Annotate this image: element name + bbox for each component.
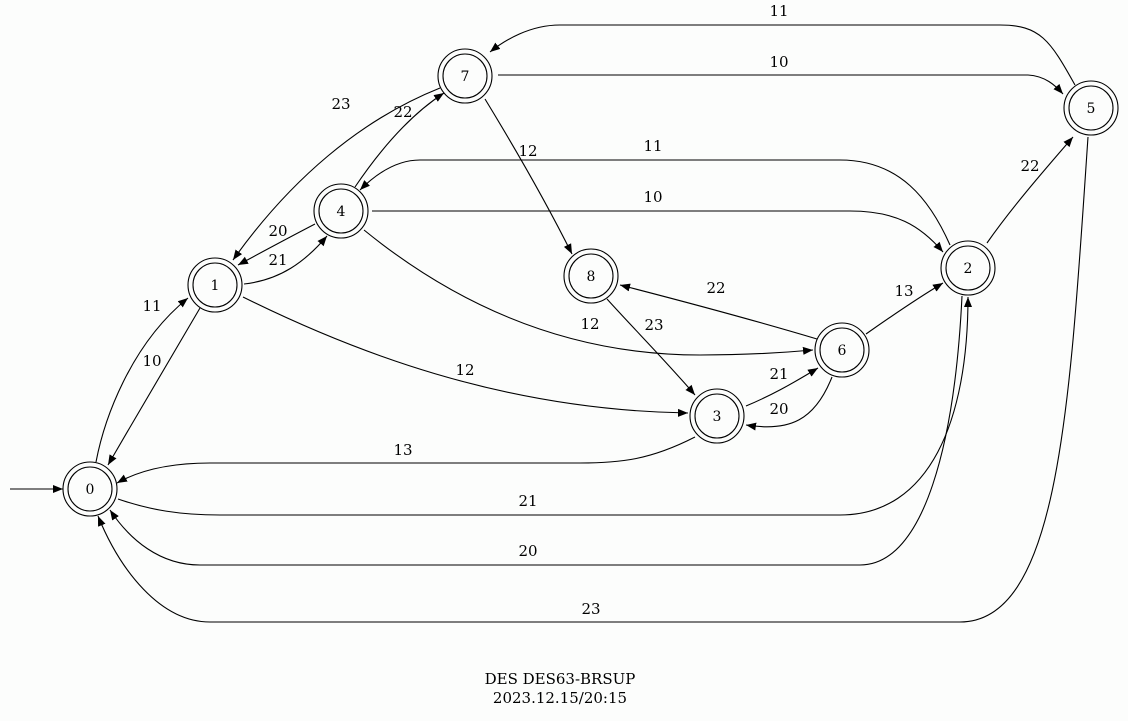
transition-label-4-6: 12 bbox=[580, 315, 599, 333]
transition-edge-7-5 bbox=[498, 74, 1064, 95]
transition-label-1-0: 10 bbox=[142, 352, 161, 370]
state-marked-ring bbox=[694, 393, 740, 439]
state-node-6: 6 bbox=[814, 322, 870, 378]
transition-label-0-1: 11 bbox=[142, 297, 161, 315]
transition-label-3-0: 13 bbox=[393, 441, 412, 459]
transition-label-7-8: 12 bbox=[518, 142, 537, 160]
transition-edge-6-8 bbox=[619, 283, 818, 340]
state-marked-ring bbox=[568, 253, 614, 299]
state-marked-ring bbox=[318, 188, 364, 234]
transition-edge-2-5 bbox=[986, 136, 1074, 244]
transition-edge-1-3 bbox=[242, 296, 689, 417]
transition-edge-2-0 bbox=[109, 295, 963, 566]
state-node-1: 1 bbox=[187, 257, 243, 313]
transition-edge-5-0 bbox=[97, 136, 1089, 623]
state-node-2: 2 bbox=[940, 240, 996, 296]
state-label: 2 bbox=[964, 261, 973, 277]
transition-label-0-2: 21 bbox=[518, 492, 537, 510]
state-label: 3 bbox=[713, 409, 722, 425]
transition-label-5-0: 23 bbox=[581, 600, 600, 618]
state-node-3: 3 bbox=[689, 388, 745, 444]
transition-label-6-8: 22 bbox=[706, 279, 725, 297]
state-outer-circle bbox=[1063, 80, 1119, 136]
transition-edge-4-2 bbox=[371, 210, 944, 253]
state-node-0: 0 bbox=[62, 461, 118, 517]
transition-label-1-3: 12 bbox=[455, 361, 474, 379]
transition-label-2-5: 22 bbox=[1020, 157, 1039, 175]
state-outer-circle bbox=[187, 257, 243, 313]
caption-title: DES DES63-BRSUP bbox=[484, 670, 636, 688]
transition-label-1-4: 21 bbox=[268, 251, 287, 269]
transition-edge-4-1 bbox=[237, 223, 316, 266]
state-outer-circle bbox=[313, 183, 369, 239]
state-marked-ring bbox=[192, 262, 238, 308]
state-label: 4 bbox=[337, 204, 346, 220]
transition-label-5-7: 11 bbox=[769, 2, 788, 20]
transition-label-4-7: 22 bbox=[393, 103, 412, 121]
transition-edge-3-0 bbox=[116, 436, 696, 484]
state-label: 0 bbox=[86, 482, 95, 498]
transition-edge-3-6 bbox=[745, 367, 819, 407]
transition-label-6-2: 13 bbox=[894, 282, 913, 300]
diagram-caption: DES DES63-BRSUP 2023.12.15/20:15 bbox=[0, 670, 1120, 708]
transition-edge-8-3 bbox=[606, 298, 696, 396]
transition-edge-5-7 bbox=[489, 24, 1076, 86]
state-marked-ring bbox=[819, 327, 865, 373]
state-node-7: 7 bbox=[437, 48, 493, 104]
transition-label-2-4: 11 bbox=[643, 137, 662, 155]
state-node-8: 8 bbox=[563, 248, 619, 304]
transition-edge-1-4 bbox=[243, 235, 328, 285]
state-marked-ring bbox=[67, 466, 113, 512]
state-marked-ring bbox=[442, 53, 488, 99]
state-node-5: 5 bbox=[1063, 80, 1119, 136]
state-outer-circle bbox=[563, 248, 619, 304]
transition-edge-7-8 bbox=[484, 98, 573, 255]
transition-label-2-0: 20 bbox=[518, 542, 537, 560]
state-outer-circle bbox=[62, 461, 118, 517]
transition-edge-0-1 bbox=[95, 297, 189, 463]
state-node-4: 4 bbox=[313, 183, 369, 239]
transition-label-4-1: 20 bbox=[268, 222, 287, 240]
state-outer-circle bbox=[940, 240, 996, 296]
transition-edge-1-0 bbox=[107, 307, 201, 466]
transition-edge-6-3 bbox=[745, 376, 833, 431]
transition-edge-0-2 bbox=[117, 296, 972, 516]
state-label: 5 bbox=[1087, 101, 1096, 117]
transition-edge-7-1 bbox=[232, 87, 441, 261]
transition-label-7-5: 10 bbox=[769, 53, 788, 71]
state-label: 1 bbox=[211, 278, 220, 294]
transition-label-3-6: 21 bbox=[769, 365, 788, 383]
state-label: 8 bbox=[587, 269, 596, 285]
state-outer-circle bbox=[437, 48, 493, 104]
state-label: 7 bbox=[461, 69, 470, 85]
transition-edge-2-4 bbox=[359, 159, 951, 246]
transition-label-7-1: 23 bbox=[331, 95, 350, 113]
state-marked-ring bbox=[1068, 85, 1114, 131]
transition-edge-4-6 bbox=[363, 229, 814, 356]
transition-edge-4-7 bbox=[354, 92, 445, 188]
caption-timestamp: 2023.12.15/20:15 bbox=[492, 689, 628, 707]
transition-edge-6-2 bbox=[865, 282, 944, 335]
transition-label-6-3: 20 bbox=[769, 400, 788, 418]
state-outer-circle bbox=[689, 388, 745, 444]
transition-label-4-2: 10 bbox=[643, 188, 662, 206]
state-label: 6 bbox=[838, 343, 847, 359]
state-outer-circle bbox=[814, 322, 870, 378]
state-marked-ring bbox=[945, 245, 991, 291]
transition-label-8-3: 23 bbox=[644, 316, 663, 334]
